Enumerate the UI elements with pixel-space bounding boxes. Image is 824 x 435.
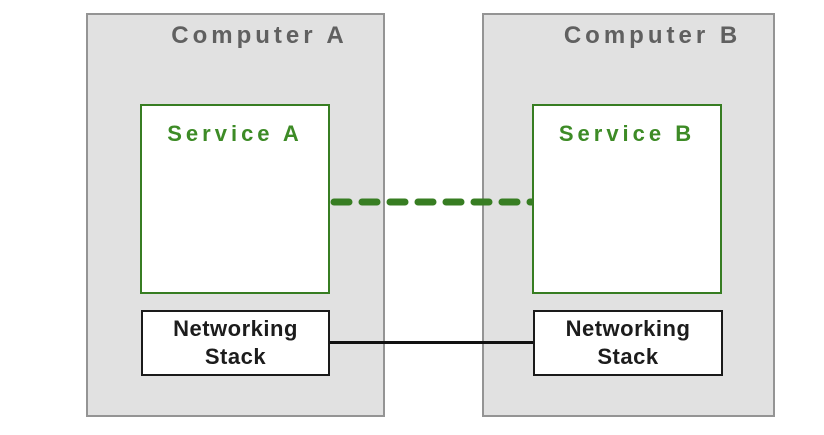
service-a-box: Service A	[140, 104, 330, 294]
networking-stack-b-label-line1: Networking	[565, 316, 691, 341]
networking-stack-a-box: Networking Stack	[141, 310, 330, 376]
networking-stack-b-label-line2: Stack	[597, 344, 659, 369]
service-a-label: Service A	[167, 121, 303, 146]
networking-connection-line	[330, 341, 533, 344]
computer-a-label: Computer A	[171, 22, 348, 49]
service-b-label: Service B	[558, 121, 696, 146]
service-b-box: Service B	[532, 104, 722, 294]
networking-stack-a-label: Networking Stack	[173, 315, 298, 371]
networking-stack-a-label-line2: Stack	[204, 344, 267, 369]
computer-b-box: Computer B Service B Networking Stack	[482, 13, 775, 417]
computer-b-label: Computer B	[563, 22, 742, 49]
computer-a-box: Computer A Service A Networking Stack	[86, 13, 385, 417]
networking-stack-a-label-line1: Networking	[173, 316, 298, 341]
networking-stack-b-box: Networking Stack	[533, 310, 723, 376]
service-connection-dashed-line	[330, 198, 532, 206]
networking-stack-b-label: Networking Stack	[566, 315, 691, 371]
